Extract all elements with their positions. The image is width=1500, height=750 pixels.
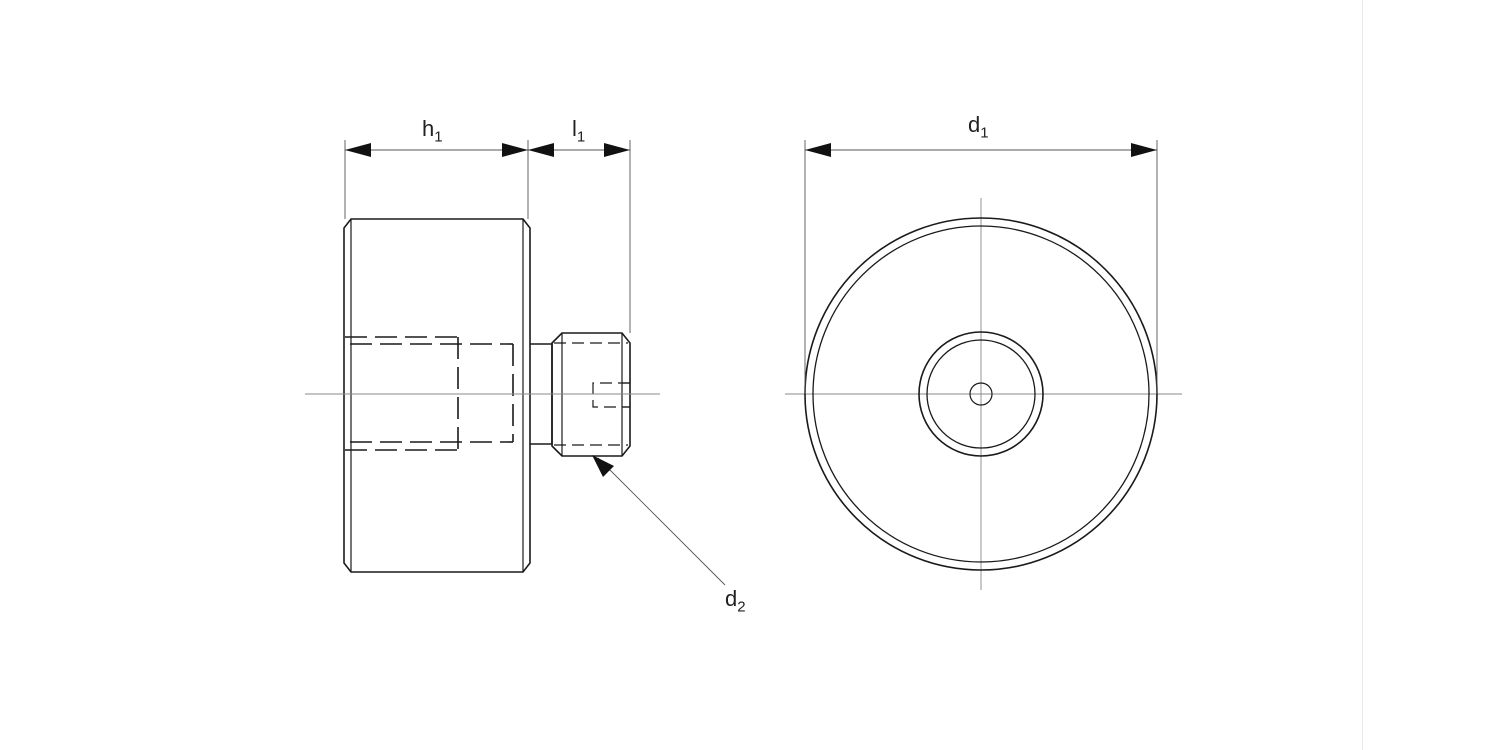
dimension-lines: [344, 140, 1158, 586]
side-view: [343, 218, 631, 573]
d2-leader: [597, 457, 726, 586]
thread-hidden-lines: [554, 342, 630, 446]
dim-label-d1: d1: [968, 112, 989, 142]
body-outline: [343, 218, 531, 573]
stud-circle: [918, 331, 1044, 457]
dim-label-d2: d2: [725, 586, 746, 616]
d2-arrow: [592, 455, 614, 477]
center-hole: [969, 382, 993, 406]
center-lines: [305, 198, 1182, 590]
stud-nut: [551, 332, 631, 457]
bore-hidden-lines: [345, 336, 514, 451]
dim-label-h1: h1: [422, 116, 443, 146]
page-edge-divider: [1362, 0, 1363, 750]
dim-label-l1: l1: [572, 116, 586, 146]
